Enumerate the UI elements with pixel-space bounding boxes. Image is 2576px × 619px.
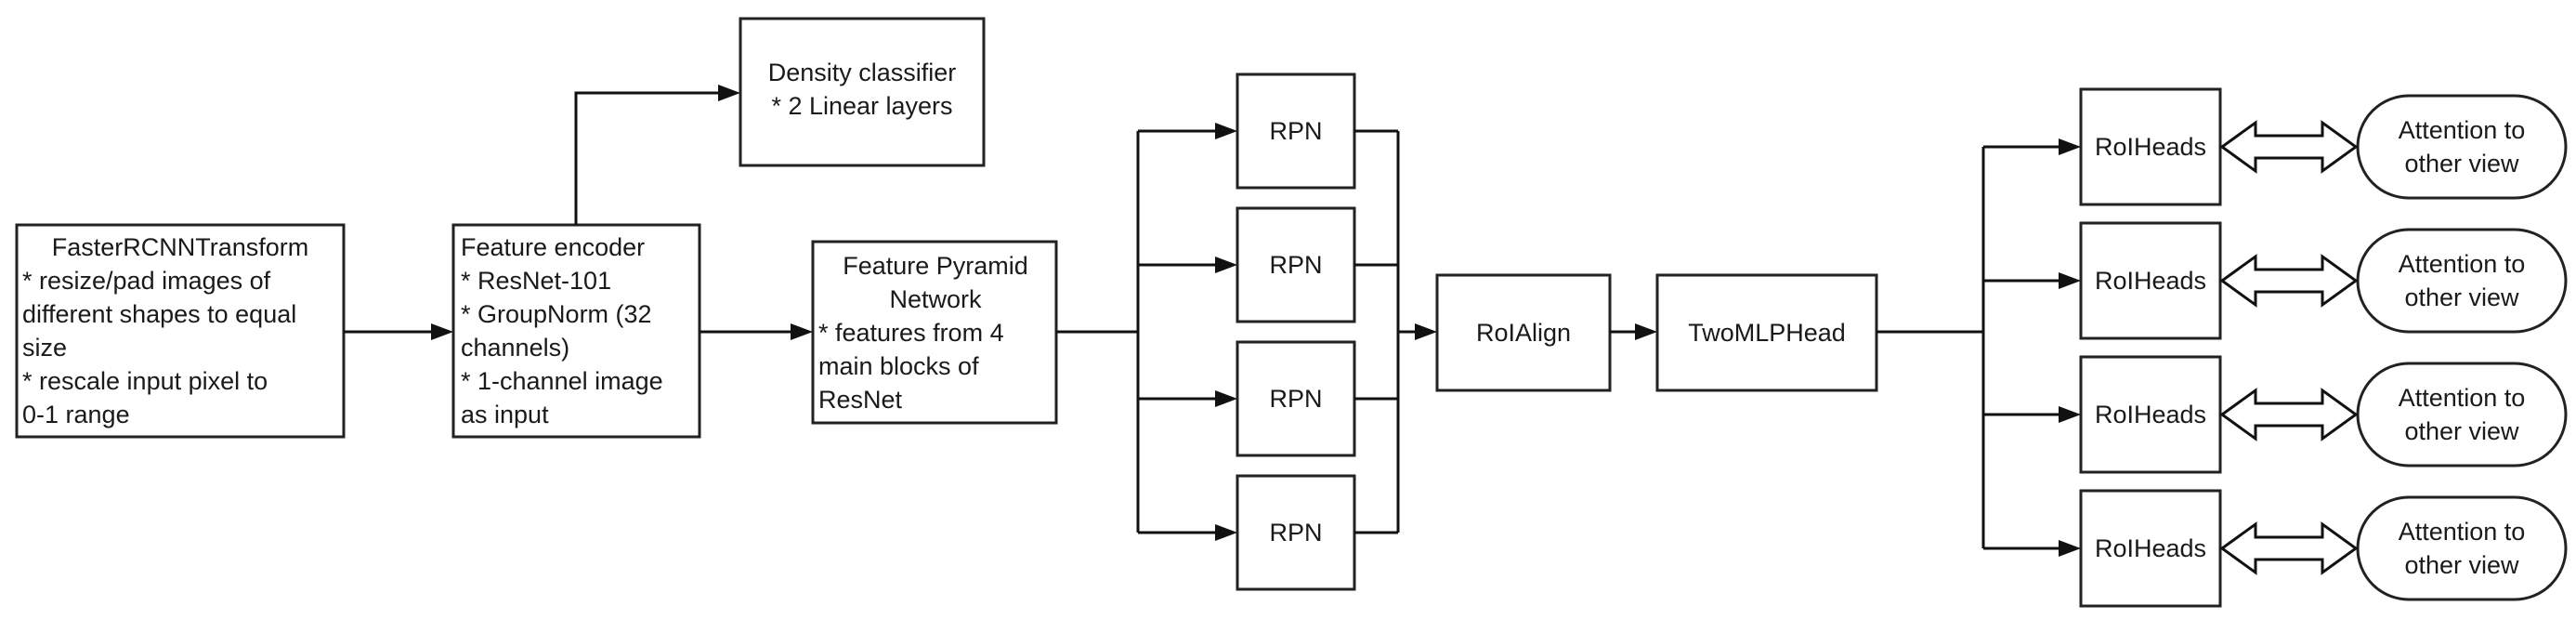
- roiheads-label: RoIHeads: [2094, 267, 2207, 295]
- fpn-line: main blocks of: [818, 352, 979, 380]
- encoder-line: * ResNet-101: [461, 267, 612, 295]
- encoder-title: Feature encoder: [461, 233, 646, 261]
- transform-line: size: [22, 334, 68, 362]
- attention-line: other view: [2404, 417, 2519, 445]
- bidirectional-arrow-1: [2219, 120, 2359, 174]
- transform-box: [15, 223, 346, 439]
- rpn-label: RPN: [1269, 385, 1323, 413]
- attention-line: other view: [2404, 150, 2519, 178]
- encoder-line: * 1-channel image: [461, 367, 663, 395]
- transform-line: different shapes to equal: [22, 300, 297, 328]
- attention-line: Attention to: [2398, 116, 2526, 144]
- fpn-line: ResNet: [818, 386, 903, 414]
- attention-line: other view: [2404, 283, 2519, 311]
- arrowhead: [1215, 257, 1237, 273]
- attention-label: Attention to other view: [2358, 96, 2566, 198]
- arrowhead: [1635, 323, 1657, 340]
- twomlphead-label: TwoMLPHead: [1688, 319, 1846, 347]
- attention-label: Attention to other view: [2358, 363, 2566, 466]
- attention-line: Attention to: [2398, 518, 2526, 546]
- arrowhead: [1415, 323, 1437, 340]
- attention-line: Attention to: [2398, 384, 2526, 412]
- roiheads-box-2: [2079, 221, 2222, 340]
- transform-line: * rescale input pixel to: [22, 367, 268, 395]
- arrowhead: [1215, 524, 1237, 541]
- attention-label: Attention to other view: [2358, 497, 2566, 599]
- density-label: Density classifier * 2 Linear layers: [743, 56, 981, 123]
- encoder-line: channels): [461, 334, 570, 362]
- fpn-label: Feature Pyramid Network * features from …: [818, 249, 1053, 416]
- roialign-box: [1435, 273, 1612, 392]
- rpn-label: RPN: [1269, 519, 1323, 547]
- twomlphead-box: [1655, 273, 1878, 392]
- arrowhead: [431, 323, 453, 340]
- arrowhead: [2059, 540, 2081, 557]
- roiheads-box-4: [2079, 489, 2222, 608]
- arrowhead: [2059, 272, 2081, 289]
- attention-label: Attention to other view: [2358, 230, 2566, 332]
- roialign-label: RoIAlign: [1475, 319, 1572, 347]
- arrowhead: [791, 323, 813, 340]
- attention-line: Attention to: [2398, 250, 2526, 278]
- arrowhead: [1215, 123, 1237, 139]
- arrowhead: [1215, 390, 1237, 407]
- connector-encoder-density: [574, 91, 720, 225]
- encoder-line: * GroupNorm (32: [461, 300, 652, 328]
- fpn-title: Network: [889, 285, 982, 313]
- fpn-box: [811, 240, 1058, 425]
- rpn-box-1: [1236, 72, 1356, 190]
- fpn-line: * features from 4: [818, 319, 1004, 347]
- encoder-line: as input: [461, 401, 549, 428]
- density-classifier-box: [739, 17, 986, 167]
- transform-line: * resize/pad images of: [22, 267, 271, 295]
- attention-line: other view: [2404, 551, 2519, 579]
- encoder-box: [451, 223, 701, 439]
- arrowhead: [718, 85, 740, 101]
- rpn-label: RPN: [1269, 117, 1323, 145]
- bidirectional-arrow-2: [2219, 254, 2359, 308]
- density-line: * 2 Linear layers: [771, 92, 953, 120]
- bidirectional-arrow-4: [2219, 521, 2359, 575]
- transform-label: FasterRCNNTransform * resize/pad images …: [22, 230, 338, 431]
- roiheads-label: RoIHeads: [2094, 534, 2207, 562]
- fpn-title: Feature Pyramid: [843, 252, 1028, 280]
- arrowhead: [2059, 138, 2081, 155]
- rpn-box-3: [1236, 340, 1356, 457]
- roiheads-label: RoIHeads: [2094, 133, 2207, 161]
- bidirectional-arrow-3: [2219, 388, 2359, 441]
- roiheads-label: RoIHeads: [2094, 401, 2207, 428]
- density-title: Density classifier: [767, 59, 957, 86]
- rpn-label: RPN: [1269, 251, 1323, 279]
- transform-title: FasterRCNNTransform: [51, 233, 309, 261]
- transform-line: 0-1 range: [22, 401, 130, 428]
- encoder-label: Feature encoder * ResNet-101 * GroupNorm…: [461, 230, 695, 431]
- arrowhead: [2059, 406, 2081, 423]
- roiheads-box-3: [2079, 355, 2222, 474]
